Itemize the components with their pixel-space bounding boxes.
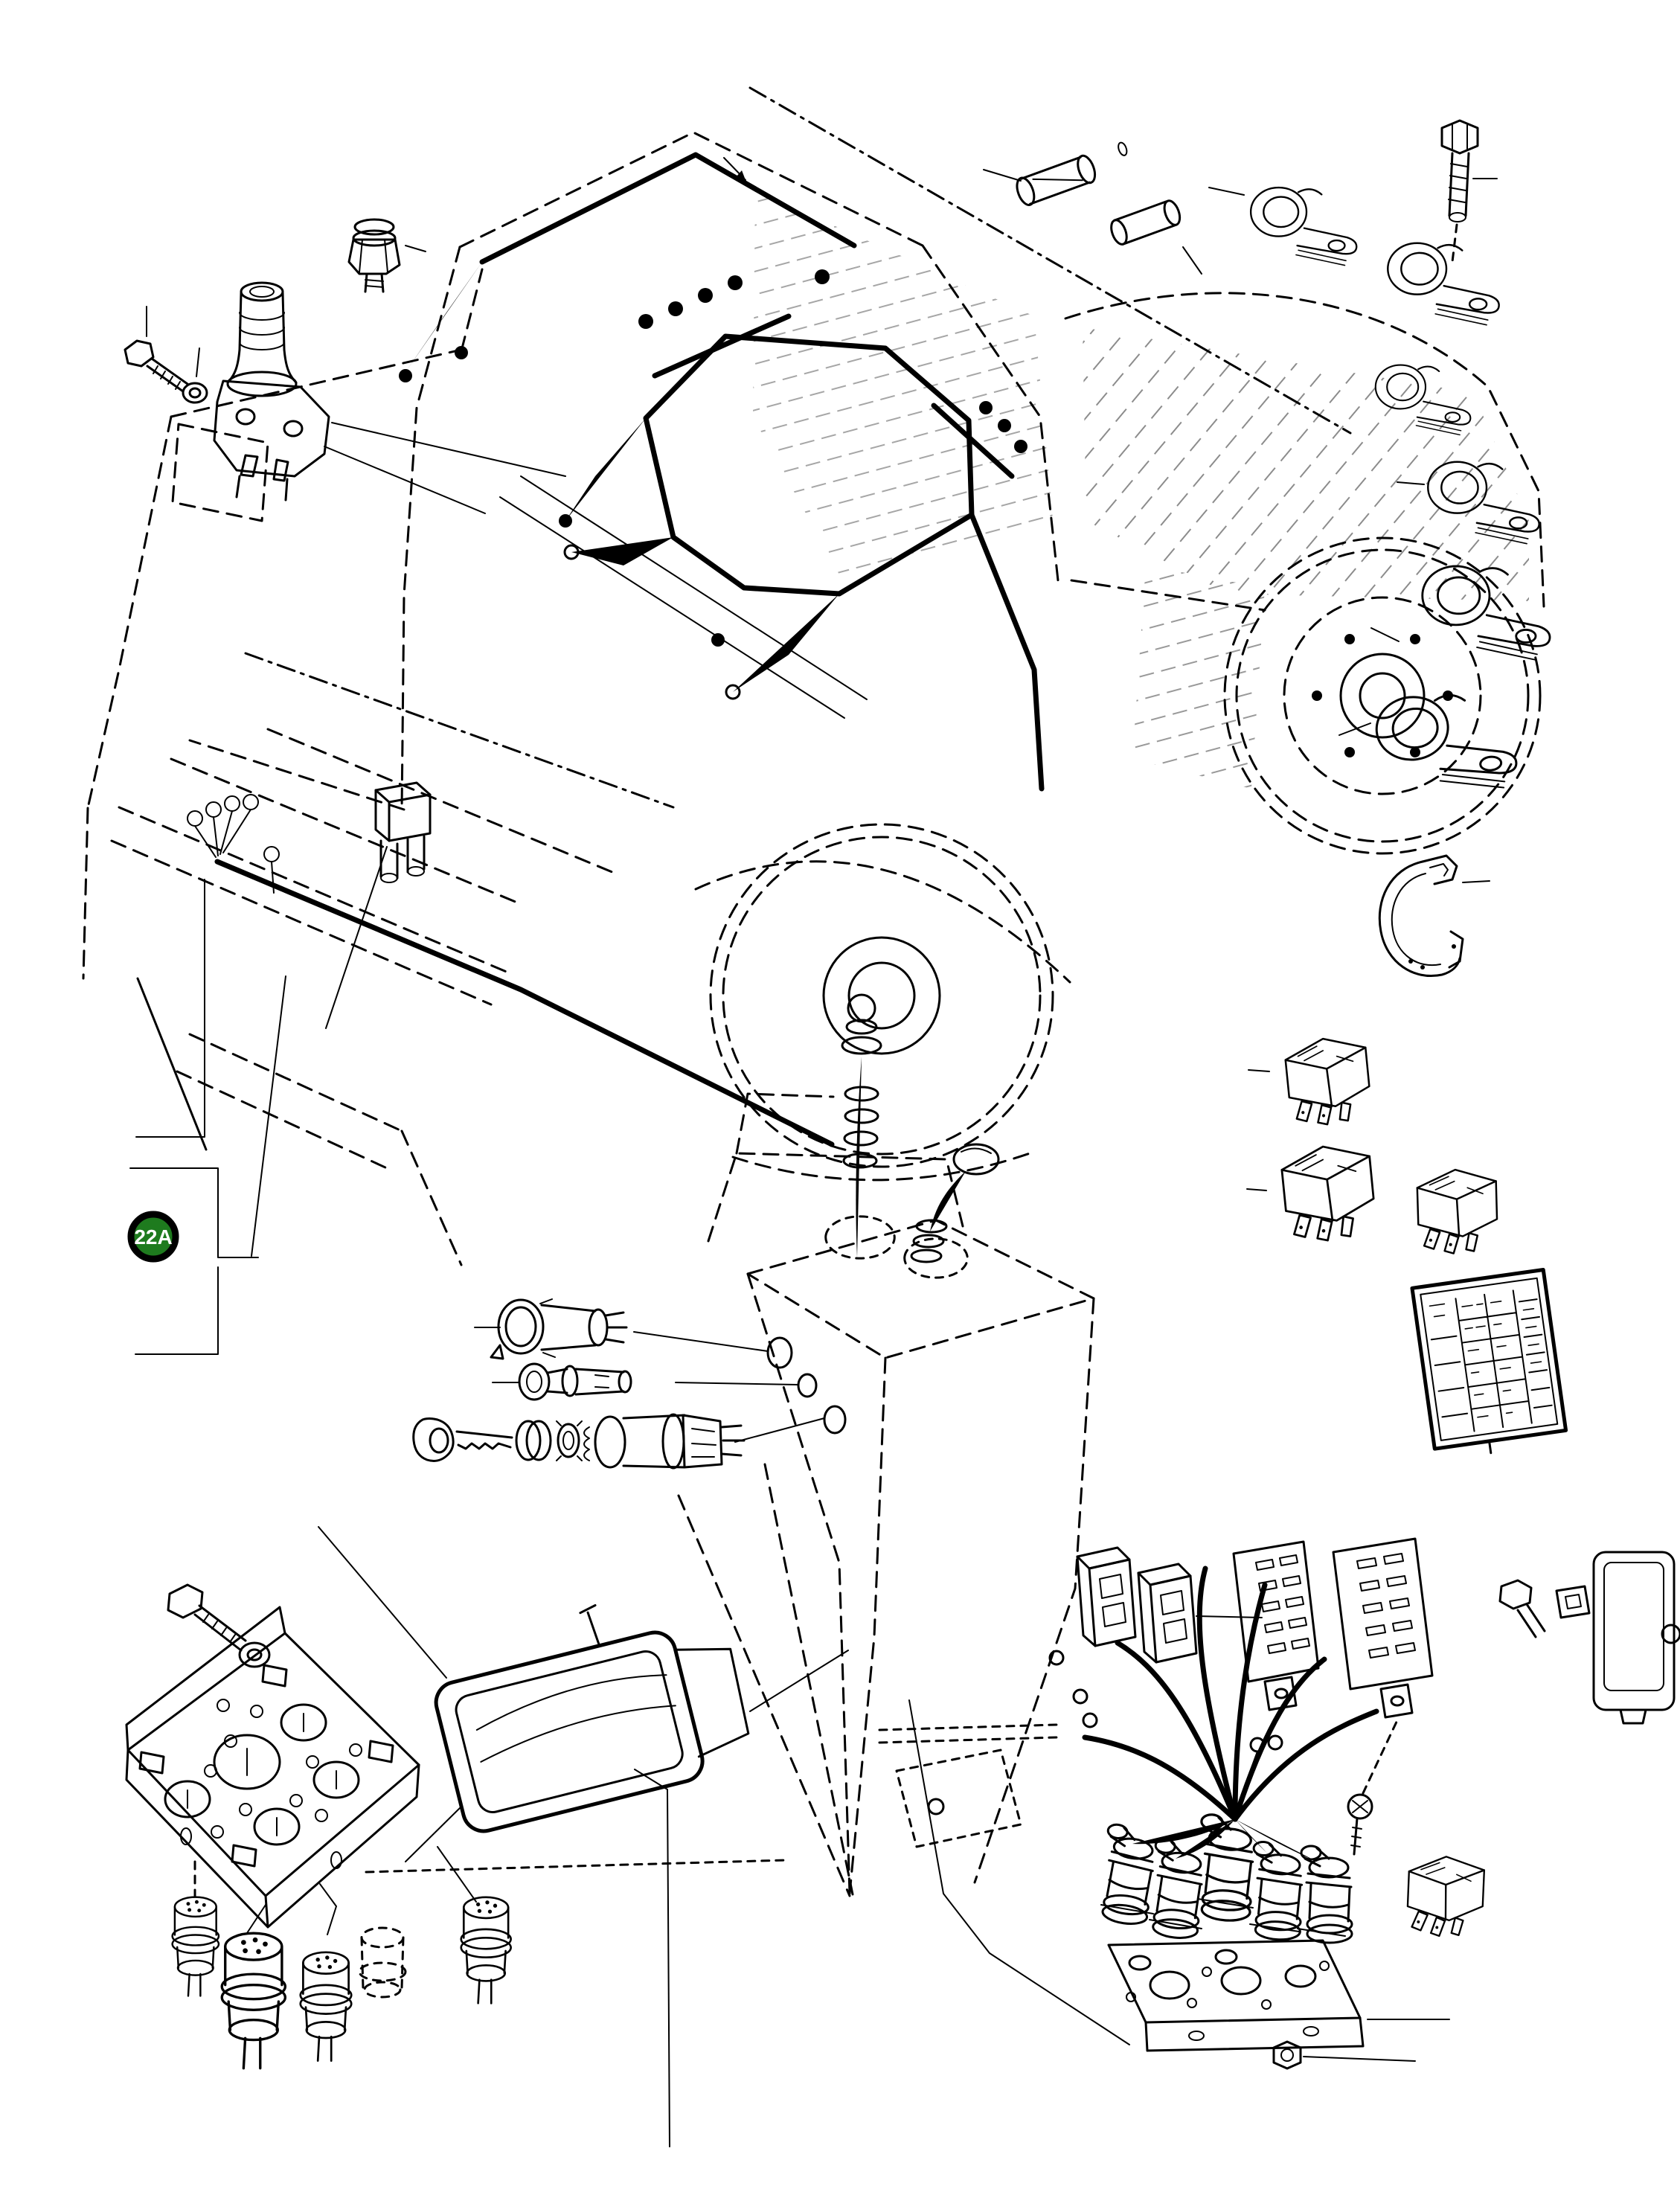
- callout-lines: [129, 879, 1130, 2147]
- cable-clip-6: [1372, 685, 1520, 801]
- cab-wiring-harness: [214, 152, 1045, 1147]
- mounting-bolt: [124, 306, 200, 393]
- bracket-bolt: [1498, 1579, 1591, 1638]
- multi-pin-connector-1: [171, 1896, 220, 1997]
- hood-terminal-rings: [187, 794, 280, 894]
- switch-mounting-plate: [1107, 1939, 1450, 2052]
- multi-pin-connector-2: [220, 1932, 287, 2070]
- flasher-unit: [325, 781, 432, 1029]
- cable-clip-1: [1249, 186, 1358, 266]
- rocker-switch-2: [1137, 1563, 1198, 1664]
- callout-ring: [127, 1211, 179, 1263]
- leader-line: [1246, 1069, 1270, 1191]
- inline-fuse-holder-1: [996, 141, 1128, 211]
- hex-nut: [1272, 2040, 1416, 2070]
- leader-line: [318, 1526, 849, 1862]
- callout-label: 22A: [134, 1225, 172, 1249]
- multi-pin-connector-3: [299, 1951, 353, 2062]
- control-console: [677, 1215, 1095, 1897]
- terminal-block-2: [1332, 1537, 1434, 1719]
- leader-line: [1182, 246, 1202, 275]
- screw: [1347, 1719, 1399, 1856]
- leader-line: [633, 1331, 825, 1443]
- lighter-element: [492, 1362, 632, 1401]
- relay-2: [1280, 1145, 1375, 1242]
- switch-base-strips: [1100, 1898, 1346, 1937]
- toggle-switch-1: [1094, 1822, 1161, 1928]
- leader-line: [246, 1846, 477, 1935]
- ignition-switch: [583, 1413, 746, 1470]
- hex-bolt: [1440, 119, 1498, 263]
- leader-line: [1208, 187, 1425, 736]
- lock-washer: [556, 1420, 583, 1461]
- washer: [182, 382, 208, 404]
- fuse-box-decal: [1410, 1268, 1568, 1455]
- leader-line: [1196, 1615, 1263, 1618]
- horn-with-bracket: [213, 281, 566, 514]
- ignition-key: [412, 1417, 513, 1462]
- wiring-loom: [1048, 1566, 1379, 1863]
- control-lever-2: [910, 1143, 1000, 1263]
- vehicle-outline: [82, 86, 1545, 1266]
- instrument-panel-plate: [125, 1606, 420, 1929]
- leader-line: [983, 169, 1022, 182]
- leader-line: [193, 1859, 787, 1897]
- hose-clamp: [1378, 854, 1490, 977]
- panel-washer: [238, 1641, 271, 1668]
- flasher-unit-right: [1592, 1551, 1680, 1725]
- front-wheel: [694, 823, 1071, 1182]
- panel-bolt: [167, 1583, 247, 1652]
- toggle-switch-5: [1300, 1845, 1353, 1944]
- cable-clip-2: [1387, 242, 1500, 326]
- temperature-switch: [347, 198, 426, 293]
- cigarette-lighter-socket: [474, 1298, 628, 1360]
- terminal-block-1: [1232, 1540, 1320, 1711]
- rear-wheel: [1223, 536, 1542, 855]
- relay-1: [1284, 1037, 1370, 1126]
- multi-pin-connector-4: [358, 1926, 407, 1999]
- part-callout-22a[interactable]: 22A: [127, 1211, 179, 1263]
- control-lever-1: [841, 993, 882, 1257]
- headlamp: [434, 1603, 750, 1833]
- relay-3: [1411, 1166, 1501, 1257]
- multi-pin-connector-5: [460, 1896, 512, 2004]
- inline-fuse-holder-2: [1090, 196, 1203, 250]
- bezel-nut: [515, 1420, 552, 1461]
- relay-4: [1400, 1850, 1490, 1943]
- rocker-switch-1: [1076, 1546, 1137, 1647]
